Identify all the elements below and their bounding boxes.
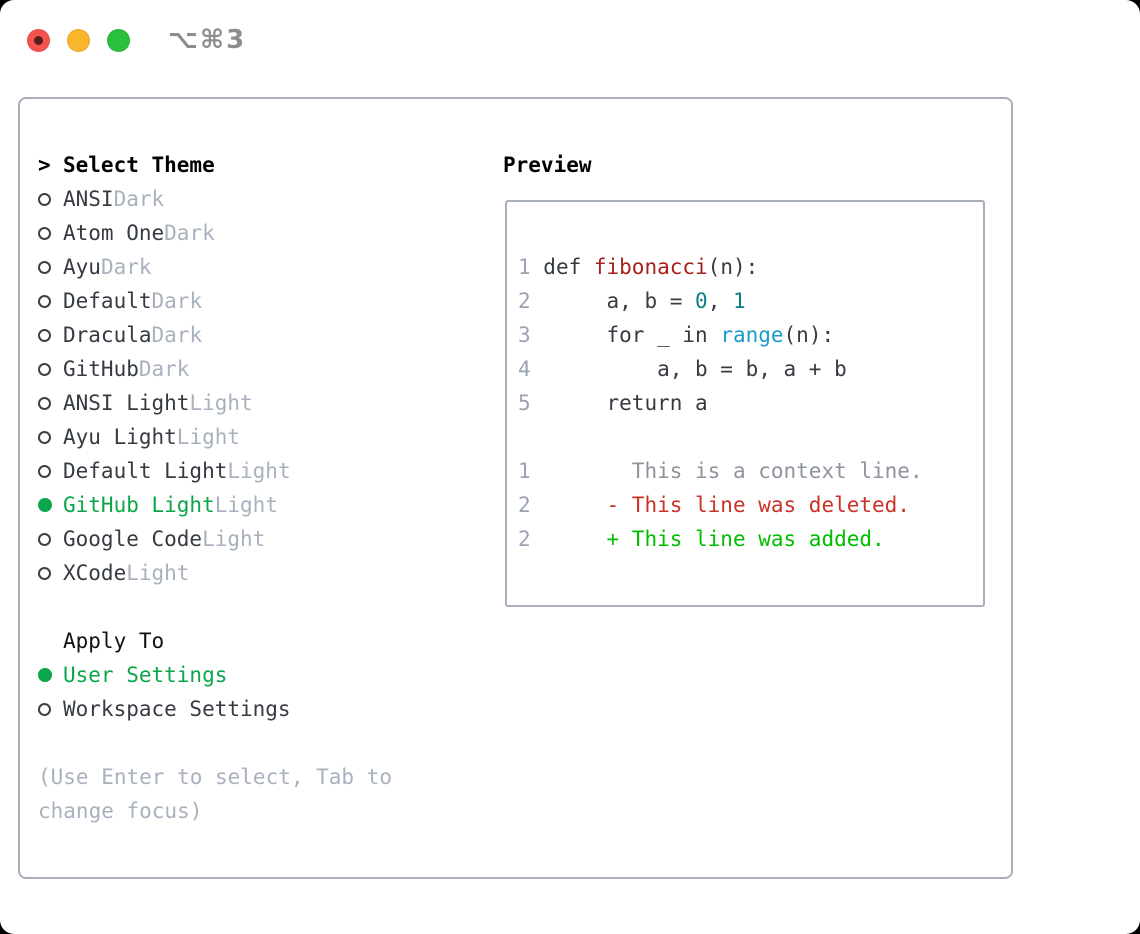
theme-item-name: Atom One <box>63 221 165 245</box>
apply-option-label: Workspace Settings <box>63 697 291 721</box>
theme-item-dracula[interactable]: Dracula Dark <box>38 318 392 352</box>
radio-unselected-icon <box>38 328 51 342</box>
minimize-button[interactable] <box>67 28 90 52</box>
theme-item-ayu[interactable]: Ayu Dark <box>38 250 392 284</box>
preview-header: Preview <box>503 153 592 177</box>
radio-unselected-icon <box>38 396 51 410</box>
theme-item-name: Google Code <box>63 527 203 551</box>
apply-to-header: Apply To <box>38 624 392 658</box>
theme-item-variant: Light <box>202 527 266 551</box>
code-line: 4 a, b = b, a + b <box>518 357 847 381</box>
theme-item-atom-one[interactable]: Atom One Dark <box>38 216 392 250</box>
theme-item-variant: Light <box>214 493 278 517</box>
code-line: 1 def fibonacci(n): <box>518 255 759 279</box>
theme-item-github[interactable]: GitHub Dark <box>38 352 392 386</box>
theme-item-ansi-light[interactable]: ANSI Light Light <box>38 386 392 420</box>
radio-unselected-icon <box>38 566 51 580</box>
theme-item-name: Dracula <box>63 323 152 347</box>
radio-unselected-icon <box>38 362 51 376</box>
theme-item-variant: Dark <box>151 323 203 347</box>
theme-item-name: Ayu Light <box>63 425 177 449</box>
theme-item-name: XCode <box>63 561 127 585</box>
theme-item-name: ANSI Light <box>63 391 190 415</box>
theme-item-variant: Light <box>189 391 253 415</box>
radio-unselected-icon <box>38 192 51 206</box>
radio-unselected-icon <box>38 430 51 444</box>
radio-unselected-icon <box>38 464 51 478</box>
radio-unselected-icon <box>38 260 51 274</box>
theme-item-variant: Dark <box>138 357 190 381</box>
select-theme-header: > Select Theme <box>38 148 392 182</box>
window-titlebar: ⌥⌘3 <box>27 25 246 55</box>
radio-selected-icon <box>38 498 52 512</box>
preview-code: 1 def fibonacci(n): 2 a, b = 0, 1 3 for _ … <box>507 202 983 556</box>
theme-item-name: Ayu <box>63 255 101 279</box>
spacer <box>38 726 392 760</box>
theme-item-default[interactable]: Default Dark <box>38 284 392 318</box>
radio-unselected-icon <box>38 294 51 308</box>
hint-line-1: (Use Enter to select, Tab to <box>38 765 393 789</box>
selection-cursor-icon: > <box>38 153 51 177</box>
theme-item-variant: Dark <box>100 255 152 279</box>
code-line: 3 for _ in range(n): <box>518 323 835 347</box>
window-title: ⌥⌘3 <box>168 25 247 55</box>
close-button[interactable] <box>27 28 50 52</box>
code-line: 2 a, b = 0, 1 <box>518 289 746 313</box>
apply-to-header-label: Apply To <box>63 629 165 653</box>
apply-option-workspace-settings[interactable]: Workspace Settings <box>38 692 392 726</box>
hint-line-2: change focus) <box>38 799 203 823</box>
apply-option-user-settings[interactable]: User Settings <box>38 658 392 692</box>
theme-item-name: Default Light <box>63 459 228 483</box>
theme-item-variant: Light <box>227 459 291 483</box>
theme-item-variant: Dark <box>164 221 215 245</box>
zoom-button[interactable] <box>107 28 130 52</box>
apply-option-label: User Settings <box>63 663 228 687</box>
spacer <box>38 590 392 624</box>
radio-unselected-icon <box>38 532 51 546</box>
theme-item-xcode[interactable]: XCode Light <box>38 556 392 590</box>
code-line: 5 return a <box>518 391 708 415</box>
theme-item-ansi[interactable]: ANSI Dark <box>38 182 392 216</box>
code-line-blank <box>518 420 983 454</box>
code-line: 2 + This line was added. <box>518 527 885 551</box>
theme-item-variant: Dark <box>151 289 203 313</box>
theme-item-variant: Light <box>126 561 190 585</box>
theme-item-name: ANSI <box>63 187 114 211</box>
theme-item-default-light[interactable]: Default Light Light <box>38 454 392 488</box>
theme-item-name: Default <box>63 289 152 313</box>
radio-unselected-icon <box>38 702 51 716</box>
preview-box: 1 def fibonacci(n): 2 a, b = 0, 1 3 for _ … <box>505 200 985 607</box>
theme-item-name: GitHub Light <box>63 493 215 517</box>
code-line: 2 - This line was deleted. <box>518 493 910 517</box>
theme-item-variant: Light <box>176 425 241 449</box>
theme-item-variant: Dark <box>113 187 165 211</box>
radio-unselected-icon <box>38 226 51 240</box>
code-line: 1 This is a context line. <box>518 459 923 483</box>
close-button-dot-icon <box>34 35 43 45</box>
theme-item-name: GitHub <box>63 357 139 381</box>
theme-item-github-light[interactable]: GitHub Light Light <box>38 488 392 522</box>
hint-text: (Use Enter to select, Tab to change focu… <box>38 760 392 828</box>
theme-item-ayu-light[interactable]: Ayu Light Light <box>38 420 392 454</box>
theme-item-google-code[interactable]: Google Code Light <box>38 522 392 556</box>
select-theme-header-label: Select Theme <box>63 153 215 177</box>
radio-selected-icon <box>38 668 52 682</box>
